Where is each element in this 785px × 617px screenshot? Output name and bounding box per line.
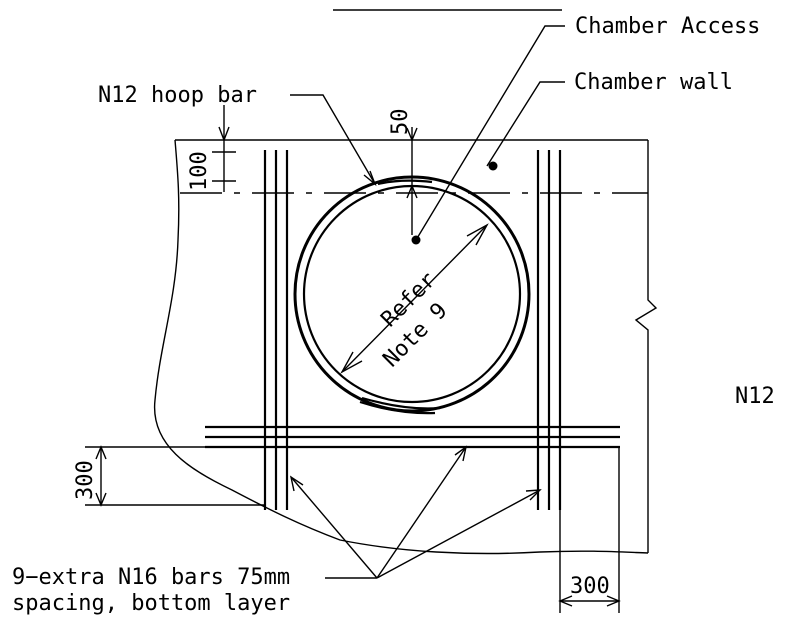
hoop-bar-label: N12 hoop bar [98, 83, 257, 108]
extra-bars-label-line2: spacing, bottom layer [12, 591, 290, 616]
n12-side-label: N12 [735, 384, 775, 409]
extra-bars-leaders [289, 445, 542, 579]
dim-50 [406, 127, 418, 235]
dim-300-bottom-label: 300 [570, 574, 610, 599]
dim-100-label: 100 [187, 151, 212, 191]
chamber-wall-leader [486, 81, 565, 171]
dim-300-left [85, 445, 265, 507]
diameter-dimension [340, 223, 489, 374]
chamber-cut-boundary [153, 139, 649, 555]
hoop-bar-leader [290, 94, 377, 187]
dim-100 [212, 105, 236, 192]
dim-50-label: 50 [388, 109, 413, 136]
bottom-horizontal-bars [205, 425, 620, 449]
left-vertical-bars [263, 150, 289, 510]
chamber-access-leader [411, 25, 565, 245]
chamber-access-label: Chamber Access [575, 14, 760, 39]
right-wall-break-line [634, 140, 658, 553]
extra-bars-label-line1: 9−extra N16 bars 75mm [12, 565, 290, 590]
dim-300-left-label: 300 [73, 460, 98, 500]
dim-300-bottom [558, 447, 621, 613]
chamber-wall-label: Chamber wall [574, 70, 733, 95]
right-vertical-bars [536, 150, 562, 510]
